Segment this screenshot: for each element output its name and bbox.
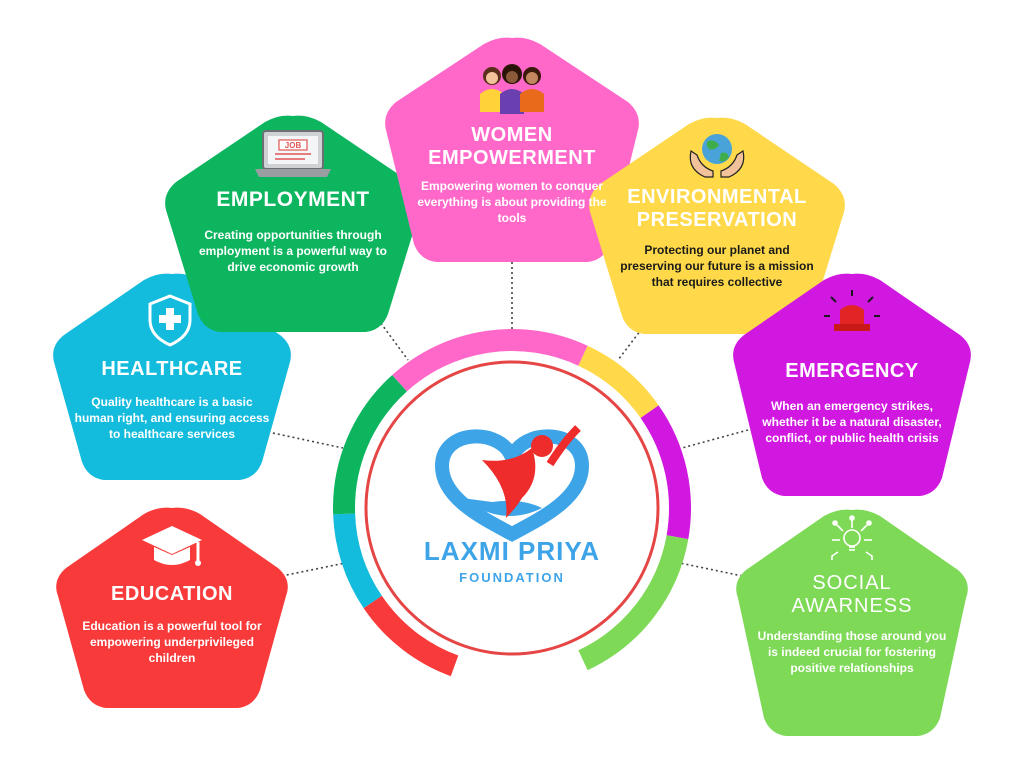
lightbulb-idea-icon bbox=[831, 515, 873, 560]
card-environment-shape bbox=[589, 117, 845, 334]
card-education: EDUCATION Education is a powerful tool f… bbox=[58, 508, 286, 708]
card-description: Creating opportunities through employmen… bbox=[198, 228, 388, 274]
ring-segment-social bbox=[578, 535, 689, 671]
card-emergency-shape bbox=[733, 273, 971, 496]
ring-segment-education bbox=[363, 595, 459, 677]
card-description: Education is a powerful tool for empower… bbox=[82, 619, 262, 665]
connector-social bbox=[679, 562, 753, 579]
logo: LAXMI PRIYA FOUNDATION bbox=[366, 530, 658, 590]
card-environmental-preservation: ENVIRONMENTAL PRESERVATION Protecting ou… bbox=[590, 118, 844, 334]
earth-in-hands-icon bbox=[689, 134, 745, 178]
card-title: HEALTHCARE bbox=[101, 358, 243, 380]
card-women-empowerment: WOMEN EMPOWERMENT Empowering women to co… bbox=[386, 38, 638, 262]
card-title: ENVIRONMENTAL PRESERVATION bbox=[627, 186, 807, 231]
card-employment-shape bbox=[165, 115, 421, 332]
ring-segment-environment bbox=[578, 345, 659, 419]
medical-shield-icon bbox=[148, 294, 192, 347]
heart-hand-person-icon bbox=[434, 425, 590, 542]
card-title: SOCIAL AWARNESS bbox=[791, 572, 913, 617]
job-laptop-icon bbox=[255, 130, 331, 177]
card-description: Understanding those around you is indeed… bbox=[757, 629, 947, 675]
ring-segment-healthcare bbox=[333, 513, 382, 609]
card-healthcare: HEALTHCARE Quality healthcare is a basic… bbox=[54, 274, 290, 480]
graduation-cap-icon bbox=[142, 526, 202, 566]
women-group-icon bbox=[480, 64, 544, 114]
connector-emergency bbox=[681, 429, 749, 449]
card-emergency: EMERGENCY When an emergency strikes, whe… bbox=[734, 274, 970, 496]
card-social-shape bbox=[736, 509, 968, 736]
ring-segment-employment bbox=[333, 374, 408, 515]
card-women-shape bbox=[385, 37, 639, 262]
card-description: When an emergency strikes, whether it be… bbox=[762, 399, 942, 445]
ring-segment-emergency bbox=[640, 405, 691, 540]
ring-segments bbox=[333, 329, 691, 677]
card-title: WOMEN EMPOWERMENT bbox=[428, 124, 596, 169]
card-title: EDUCATION bbox=[111, 583, 233, 605]
siren-icon bbox=[824, 290, 880, 331]
card-description: Empowering women to conquer everything i… bbox=[417, 179, 607, 225]
card-description: Protecting our planet and preserving our… bbox=[620, 243, 814, 289]
card-title: EMERGENCY bbox=[785, 360, 919, 382]
job-icon-label: JOB bbox=[284, 141, 302, 150]
card-social-awareness: SOCIAL AWARNESS Understanding those arou… bbox=[738, 510, 966, 736]
card-title: EMPLOYMENT bbox=[216, 188, 370, 211]
card-employment: EMPLOYMENT Creating opportunities throug… bbox=[166, 116, 420, 332]
card-education-shape bbox=[56, 507, 288, 708]
card-description: Quality healthcare is a basic human righ… bbox=[74, 395, 270, 441]
logo-name: LAXMI PRIYA bbox=[423, 536, 601, 566]
ring-segment-women bbox=[392, 329, 588, 392]
logo-subtitle: FOUNDATION bbox=[459, 570, 565, 585]
